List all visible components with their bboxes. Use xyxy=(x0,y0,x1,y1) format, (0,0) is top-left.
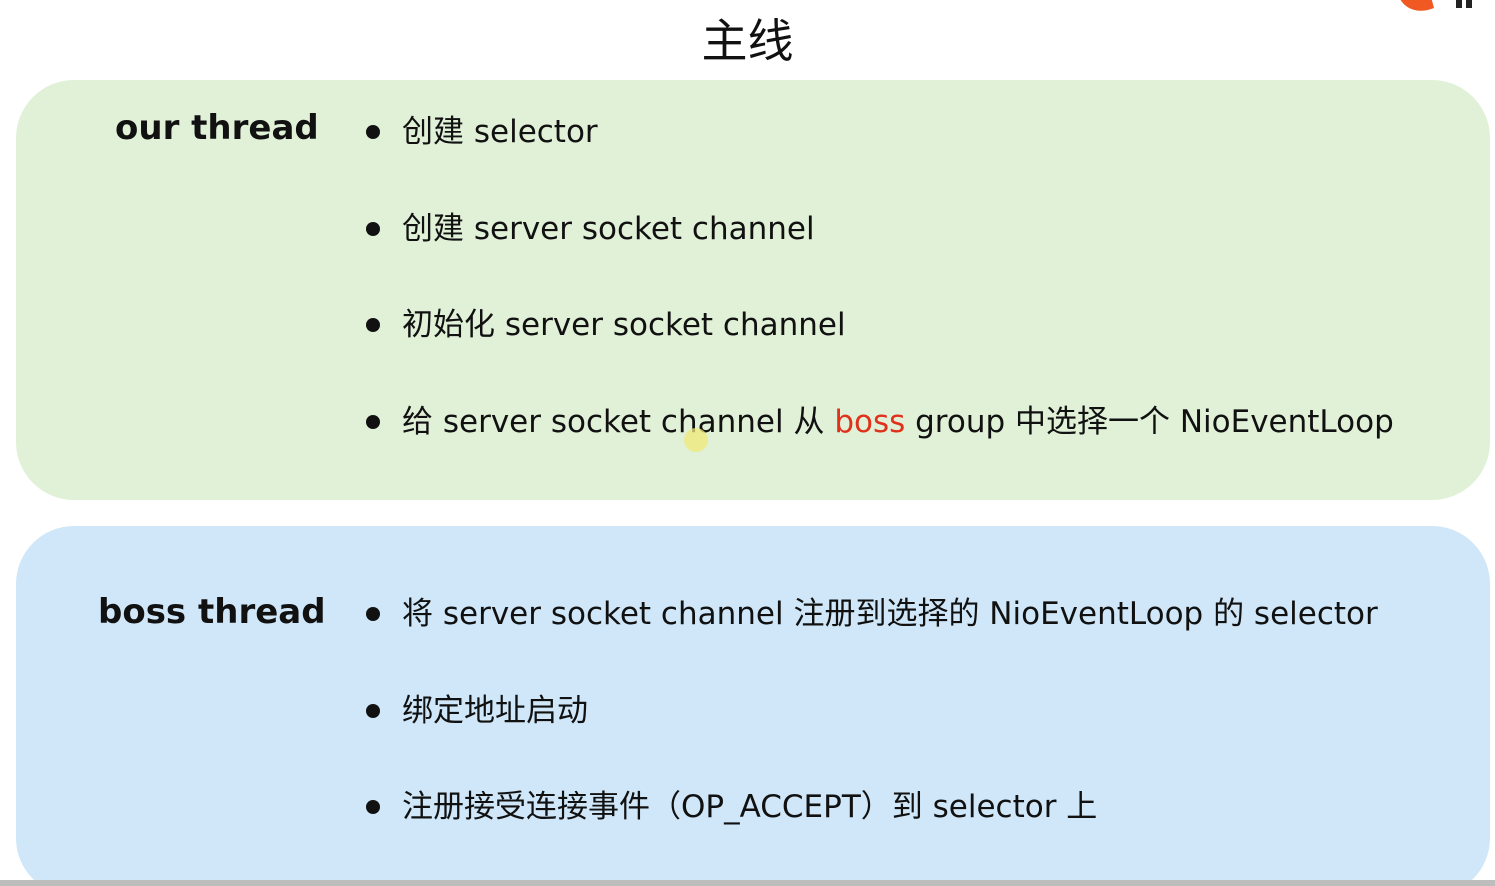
bullet-dot-icon xyxy=(366,318,380,332)
brand-logo-icon xyxy=(1400,0,1472,11)
bullet-text-before: 给 server socket channel 从 xyxy=(402,403,835,440)
slide-title: 主线 xyxy=(701,14,794,68)
mouse-cursor-highlight xyxy=(684,428,708,452)
bottom-border xyxy=(0,880,1495,886)
bullet-dot-icon xyxy=(366,221,380,236)
bullet-text-with-highlight: 给 server socket channel 从 boss group 中选择… xyxy=(402,398,1394,446)
bullet-text: 绑定地址启动 xyxy=(402,692,588,729)
bullet-dot-icon xyxy=(366,125,380,139)
bullet-text: 创建 server socket channel xyxy=(402,210,815,247)
boss-thread-panel: boss thread 将 server socket channel 注册到选… xyxy=(16,526,1490,886)
panel-label-boss-thread: boss thread xyxy=(98,592,326,632)
our-thread-panel: our thread 创建 selector 创建 server socket … xyxy=(16,80,1490,500)
bullet-text: 创建 selector xyxy=(402,114,598,150)
bullet-text: 将 server socket channel 注册到选择的 NioEventL… xyxy=(402,596,1378,632)
bullet-text: 初始化 server socket channel xyxy=(402,307,846,343)
bullet-text-after: group 中选择一个 NioEventLoop xyxy=(905,403,1394,440)
bullet-dot-icon xyxy=(366,607,380,621)
bullet-dot-icon xyxy=(366,703,380,718)
highlight-boss: boss xyxy=(834,403,906,440)
bullet-dot-icon xyxy=(366,800,380,814)
panel-label-our-thread: our thread xyxy=(115,108,319,148)
bullet-text: 注册接受连接事件（OP_ACCEPT）到 selector 上 xyxy=(402,789,1098,825)
bullet-dot-icon xyxy=(366,414,380,429)
